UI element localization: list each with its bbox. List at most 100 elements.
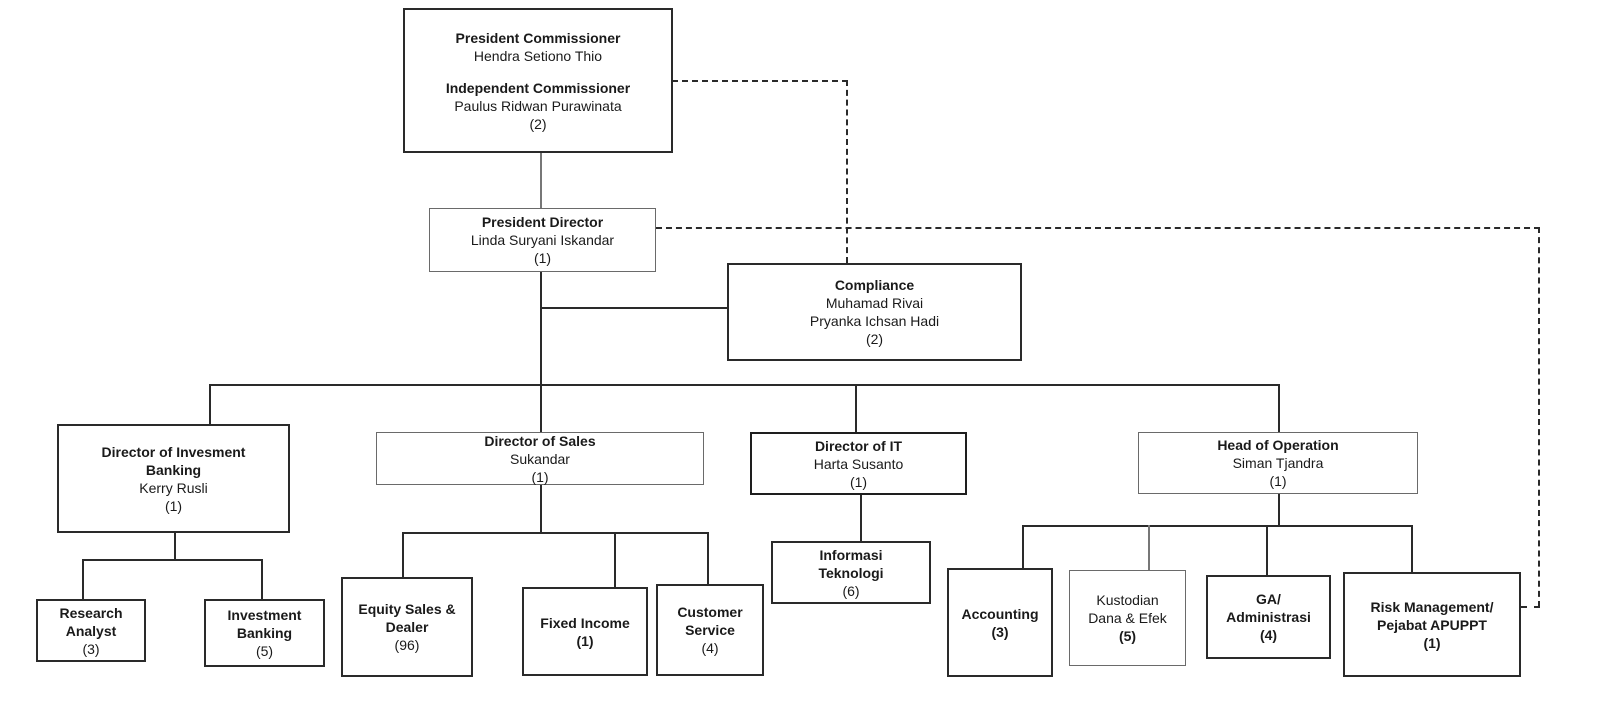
research-analyst-line2: Analyst bbox=[65, 622, 117, 639]
director-ib-title-line1: Director of Invesment bbox=[101, 443, 246, 460]
connector-operation-accounting bbox=[1022, 525, 1024, 568]
equity-sales-dealer-box: Equity Sales & Dealer (96) bbox=[341, 577, 473, 677]
customer-service-line1: Customer bbox=[677, 604, 743, 620]
compliance-name-2: Pryanka Ichsan Hadi bbox=[809, 313, 940, 329]
risk-management-line1: Risk Management/ bbox=[1370, 598, 1494, 615]
director-sales-name: Sukandar bbox=[510, 450, 570, 467]
connector-it-down bbox=[860, 495, 862, 541]
director-it-count: (1) bbox=[849, 473, 868, 490]
fixed-income-count: (1) bbox=[576, 632, 594, 649]
informasi-teknologi-line1: Informasi bbox=[819, 546, 883, 563]
risk-management-line2: Pejabat APUPPT bbox=[1377, 616, 1487, 633]
connector-president-spine bbox=[540, 272, 542, 386]
dashed-president-risk-end bbox=[1521, 606, 1540, 608]
director-ib-title-line2: Banking bbox=[145, 461, 202, 478]
research-analyst-line1: Research bbox=[59, 604, 123, 621]
connector-compliance bbox=[541, 307, 727, 309]
ga-administrasi-count: (4) bbox=[1259, 627, 1278, 643]
connector-operation-down bbox=[1278, 494, 1280, 526]
customer-service-box: Customer Service (4) bbox=[656, 584, 764, 676]
kustodian-count: (5) bbox=[1118, 628, 1137, 644]
director-it-title: Director of IT bbox=[814, 437, 903, 454]
connector-operation-kustodian bbox=[1148, 525, 1150, 570]
risk-management-count: (1) bbox=[1423, 634, 1441, 651]
head-operation-count: (1) bbox=[1269, 473, 1287, 489]
connector-ib-investment bbox=[261, 559, 263, 599]
compliance-box: Compliance Muhamad Rivai Pryanka Ichsan … bbox=[727, 263, 1022, 361]
ga-administrasi-line1: GA/ bbox=[1256, 591, 1281, 607]
connector-bus-it bbox=[855, 384, 857, 432]
accounting-line1: Accounting bbox=[961, 605, 1039, 622]
ga-administrasi-line2: Administrasi bbox=[1226, 609, 1311, 625]
informasi-teknologi-box: Informasi Teknologi (6) bbox=[771, 541, 931, 604]
connector-sales-customer bbox=[707, 532, 709, 584]
director-sales-title: Director of Sales bbox=[484, 432, 596, 449]
connector-sales-down bbox=[540, 485, 542, 533]
risk-management-box: Risk Management/ Pejabat APUPPT (1) bbox=[1343, 572, 1521, 677]
fixed-income-line1: Fixed Income bbox=[540, 614, 630, 631]
head-operation-title: Head of Operation bbox=[1217, 437, 1339, 453]
investment-banking-count: (5) bbox=[255, 643, 274, 659]
fixed-income-box: Fixed Income (1) bbox=[522, 587, 648, 676]
connector-ib-bus bbox=[82, 559, 263, 561]
connector-operation-risk bbox=[1411, 525, 1413, 572]
research-analyst-box: Research Analyst (3) bbox=[36, 599, 146, 662]
equity-sales-count: (96) bbox=[394, 637, 420, 653]
director-sales-box: Director of Sales Sukandar (1) bbox=[376, 432, 704, 485]
dashed-president-risk-v bbox=[1538, 227, 1540, 607]
customer-service-count: (4) bbox=[701, 640, 719, 656]
accounting-count: (3) bbox=[991, 623, 1009, 640]
connector-operation-ga bbox=[1266, 525, 1268, 575]
investment-banking-line2: Banking bbox=[236, 625, 293, 641]
connector-operation-bus bbox=[1022, 525, 1413, 527]
connector-directors-bus bbox=[209, 384, 1280, 386]
investment-banking-line1: Investment bbox=[227, 607, 302, 623]
investment-banking-box: Investment Banking (5) bbox=[204, 599, 325, 667]
director-sales-count: (1) bbox=[531, 468, 549, 485]
informasi-teknologi-line2: Teknologi bbox=[818, 564, 884, 581]
connector-bus-sales bbox=[540, 384, 542, 432]
director-it-box: Director of IT Harta Susanto (1) bbox=[750, 432, 967, 495]
independent-commissioner-name: Paulus Ridwan Purawinata bbox=[454, 97, 622, 114]
informasi-teknologi-count: (6) bbox=[842, 582, 860, 599]
ga-administrasi-box: GA/ Administrasi (4) bbox=[1206, 575, 1331, 659]
dashed-board-compliance-v bbox=[846, 80, 848, 263]
board-of-commissioners-box: President Commissioner Hendra Setiono Th… bbox=[403, 8, 673, 153]
compliance-title: Compliance bbox=[834, 277, 915, 293]
president-director-title: President Director bbox=[481, 214, 604, 230]
president-director-count: (1) bbox=[533, 250, 552, 266]
connector-board-president bbox=[540, 152, 542, 208]
connector-sales-bus bbox=[402, 532, 709, 534]
independent-commissioner-title: Independent Commissioner bbox=[445, 79, 631, 96]
director-investment-banking-box: Director of Invesment Banking Kerry Rusl… bbox=[57, 424, 290, 533]
connector-ib-research bbox=[82, 559, 84, 599]
connector-bus-operation bbox=[1278, 384, 1280, 432]
equity-sales-line2: Dealer bbox=[385, 619, 429, 635]
connector-sales-fixed bbox=[614, 532, 616, 587]
customer-service-line2: Service bbox=[685, 622, 735, 638]
dashed-board-compliance-h bbox=[672, 80, 848, 82]
connector-sales-equity bbox=[402, 532, 404, 577]
director-ib-name: Kerry Rusli bbox=[139, 479, 208, 496]
director-it-name: Harta Susanto bbox=[813, 455, 904, 472]
equity-sales-line1: Equity Sales & bbox=[358, 601, 456, 617]
head-operation-name: Siman Tjandra bbox=[1232, 455, 1324, 471]
connector-bus-ib bbox=[209, 384, 211, 424]
commissioner-title: President Commissioner bbox=[455, 29, 621, 46]
kustodian-line1: Kustodian bbox=[1096, 592, 1159, 608]
director-ib-count: (1) bbox=[164, 497, 183, 514]
head-of-operation-box: Head of Operation Siman Tjandra (1) bbox=[1138, 432, 1418, 494]
president-director-name: Linda Suryani Iskandar bbox=[470, 232, 615, 248]
commissioner-name: Hendra Setiono Thio bbox=[473, 47, 603, 64]
president-director-box: President Director Linda Suryani Iskanda… bbox=[429, 208, 656, 272]
compliance-count: (2) bbox=[865, 331, 884, 347]
compliance-name-1: Muhamad Rivai bbox=[825, 295, 924, 311]
dashed-president-risk-h bbox=[656, 227, 1540, 229]
kustodian-line2: Dana & Efek bbox=[1088, 610, 1167, 626]
connector-ib-down bbox=[174, 532, 176, 560]
accounting-box: Accounting (3) bbox=[947, 568, 1053, 677]
kustodian-dana-efek-box: Kustodian Dana & Efek (5) bbox=[1069, 570, 1186, 666]
research-analyst-count: (3) bbox=[82, 640, 100, 657]
board-count: (2) bbox=[529, 115, 547, 132]
